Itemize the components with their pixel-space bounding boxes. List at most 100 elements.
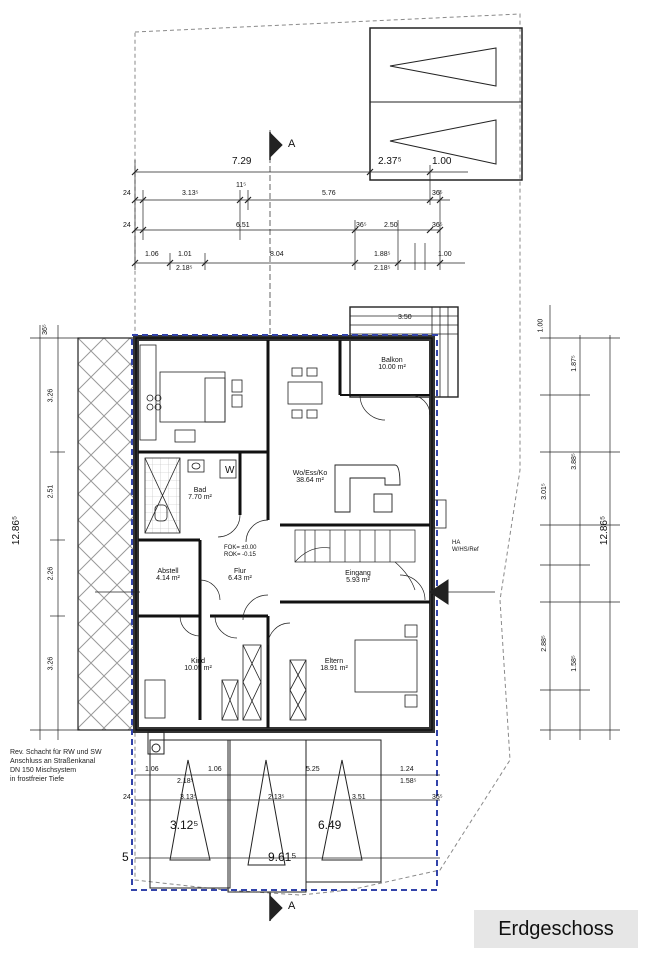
door-swings: [179, 394, 431, 646]
meter-box: [433, 499, 447, 529]
bedroom-furniture: [144, 624, 418, 721]
dim-top-row4-f: 2.18⁵: [374, 265, 391, 272]
fok-mark: FOK= ±0.00: [224, 545, 257, 551]
level-marks: FOK= ±0.00 ROK= -0.15: [224, 545, 256, 559]
dim-top-row3-e: 36⁵: [432, 222, 443, 229]
entrance-arrow: [95, 579, 495, 605]
dim-right-e: 2.88⁵: [540, 635, 548, 652]
dim-right-d: 1.58⁵: [570, 655, 578, 672]
room-area: 38.64 m²: [296, 477, 324, 484]
bathroom-fixtures: [144, 457, 237, 534]
kitchen-fixtures: [139, 344, 243, 443]
room-name: Wo/Ess/Ko: [292, 470, 328, 477]
upper-floor-outline: [131, 334, 438, 891]
room-area: 4.14 m²: [156, 575, 180, 582]
room-area: 10.00 m²: [378, 364, 406, 371]
room-balkon: Balkon 10.00 m²: [372, 357, 412, 371]
dim-bottom-row1-f: 1.58⁵: [400, 778, 417, 785]
section-label-top: A: [288, 138, 296, 150]
dim-top-row3-c: 36⁵: [356, 222, 367, 229]
room-area: 6.43 m²: [228, 575, 252, 582]
section-label-bottom: A: [288, 900, 296, 912]
dim-top-row2-c: 11⁵: [236, 182, 247, 189]
room-name: Abstell: [157, 568, 179, 575]
dimension-lines-bottom: [135, 774, 440, 859]
room-area: 7.70 m²: [188, 494, 212, 501]
dim-top-row4-g: 1.00: [438, 251, 452, 258]
sewer-note: Rev. Schacht für RW und SW Anschluss an …: [10, 748, 135, 784]
dim-bottom-row1-b: 2.18⁵: [177, 778, 194, 785]
room-wo-ess-ko: Wo/Ess/Ko 38.64 m²: [285, 470, 335, 484]
room-area: 10.05 m²: [184, 665, 212, 672]
ha-sub: W/HS/Ref: [452, 547, 479, 553]
dim-bottom-row1-c: 1.06: [208, 766, 222, 773]
dim-bottom-row4-b: 9.61⁵: [268, 850, 297, 864]
dim-bottom-row1-d: 5.25: [306, 766, 320, 773]
dimension-lines-left: [30, 325, 80, 740]
building-walls: [133, 335, 435, 733]
dim-stair: 3.50: [398, 314, 412, 321]
note-line: in frostfreier Tiefe: [10, 776, 65, 783]
dim-top-row4-c: 2.18⁵: [176, 265, 193, 272]
dim-top-row1-c: 1.00: [432, 156, 452, 167]
room-name: Balkon: [381, 357, 403, 364]
room-name: Flur: [233, 568, 247, 575]
room-kind: Kind 10.05 m²: [178, 658, 218, 672]
dim-bottom-row2-b: 3.13⁵: [180, 794, 197, 801]
dim-top-row2-a: 24: [123, 190, 131, 197]
parking-spaces-top: [369, 27, 523, 181]
dim-top-row2-b: 3.13⁵: [182, 190, 199, 197]
ha-label: HA W/HS/Ref: [452, 540, 479, 554]
section-marker-bottom: [269, 893, 283, 922]
dim-right-c: 3.01⁵: [540, 483, 548, 500]
dim-right-total: 12.86⁵: [599, 515, 611, 546]
dimension-ticks-top: [131, 168, 444, 267]
dim-top-row4-d: 8.04: [270, 251, 284, 258]
dim-left-e: 3.26: [47, 656, 55, 671]
hatched-carport: [77, 337, 137, 731]
dim-top-row1-b: 2.37⁵: [378, 156, 402, 167]
dim-right-f: 1.87⁵: [570, 355, 578, 372]
note-line: DN 150 Mischsystem: [10, 767, 77, 774]
dim-top-row4-a: 1.06: [145, 251, 159, 258]
room-name: Bad: [193, 487, 207, 494]
dim-bottom-row1-e: 1.24: [400, 766, 414, 773]
dim-bottom-row2-c: 2.13⁵: [268, 794, 285, 801]
room-name: Eltern: [324, 658, 344, 665]
dim-right-a: 1.00: [537, 318, 545, 333]
floor-title: Erdgeschoss: [474, 910, 638, 948]
dim-bottom-row2-a: 24: [123, 794, 131, 801]
ha-text: HA: [452, 540, 461, 546]
note-line: Rev. Schacht für RW und SW: [10, 749, 102, 756]
dim-right-b: 3.88⁵: [570, 453, 578, 470]
parking-spaces-bottom: [147, 731, 382, 893]
dim-top-row3-a: 24: [123, 222, 131, 229]
dim-bottom-row1-a: 1.06: [145, 766, 159, 773]
room-eltern: Eltern 18.91 m²: [312, 658, 356, 672]
room-name: Kind: [190, 658, 205, 665]
dim-left-c: 2.51: [47, 484, 55, 499]
dim-bottom-row2-e: 36⁵: [432, 794, 443, 801]
dim-top-row4-b: 1.01: [178, 251, 192, 258]
dim-left-total: 12.86⁵: [11, 515, 23, 546]
dim-bottom-row2-d: 3.51: [352, 794, 366, 801]
dim-bottom-row3-a: 3.12⁵: [170, 818, 199, 832]
dim-top-row2-e: 36⁵: [432, 190, 443, 197]
rok-mark: ROK= -0.15: [224, 552, 256, 558]
dim-top-row4-e: 1.88⁵: [374, 251, 391, 258]
note-line: Anschluss an Straßenkanal: [10, 758, 96, 765]
room-eingang: Eingang 5.93 m²: [338, 570, 378, 584]
room-flur: Flur 6.43 m²: [220, 568, 260, 582]
dim-top-row3-d: 2.50: [384, 222, 398, 229]
dim-bottom-row3-b: 6.49: [318, 818, 342, 832]
property-boundary: [134, 13, 521, 896]
dim-top-row2-d: 5.76: [322, 190, 336, 197]
dim-top-row3-b: 6.51: [236, 222, 250, 229]
dim-left-a: 36⁵: [41, 324, 49, 335]
interior-stair: [294, 529, 416, 591]
dim-top-row1-a: 7.29: [232, 156, 252, 167]
section-marker-top: [269, 131, 283, 160]
dim-left-b: 3.26: [47, 388, 55, 403]
wc-symbol: W: [225, 465, 235, 476]
